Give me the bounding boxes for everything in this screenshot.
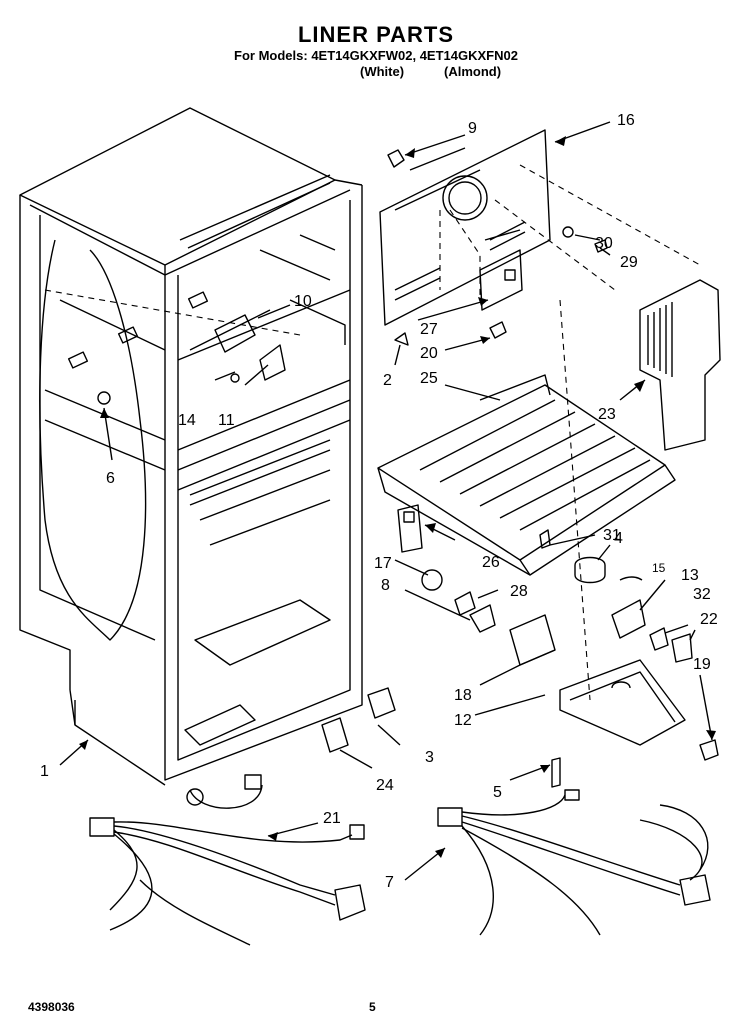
page-number: 5 (369, 1000, 376, 1014)
callout-6: 6 (106, 470, 115, 487)
leader-lines (59, 121, 713, 881)
callout-15: 15 (652, 561, 666, 575)
callout-4: 4 (614, 530, 623, 547)
callout-20: 20 (420, 345, 438, 362)
callout-26: 26 (482, 554, 500, 571)
callout-1: 1 (40, 763, 49, 780)
callout-25: 25 (420, 370, 438, 387)
callout-9: 9 (468, 120, 477, 137)
fan-motor-assembly (189, 309, 286, 383)
callout-10: 10 (294, 293, 312, 310)
evaporator-cover (377, 374, 676, 576)
fan-shroud (639, 279, 721, 451)
callout-16: 16 (617, 112, 635, 129)
callout-31: 31 (603, 527, 621, 544)
callout-11: 11 (218, 412, 235, 429)
callout-7: 7 (385, 874, 394, 891)
callout-17: 17 (374, 555, 392, 572)
callout-2: 2 (383, 372, 392, 389)
callout-24: 24 (376, 777, 394, 794)
page-title: LINER PARTS (297, 22, 455, 47)
callout-22: 22 (700, 611, 718, 628)
document-number: 4398036 (28, 1000, 75, 1014)
small-parts (97, 149, 719, 788)
callout-23: 23 (598, 406, 616, 423)
callout-12: 12 (454, 712, 472, 729)
callout-14: 14 (178, 412, 196, 429)
callout-13: 13 (681, 567, 699, 584)
callout-27: 27 (420, 321, 438, 338)
callout-21: 21 (323, 810, 341, 827)
wire-harness-21 (89, 774, 366, 946)
liner-cabinet (19, 107, 363, 786)
callout-29: 29 (620, 254, 638, 271)
callout-18: 18 (454, 687, 472, 704)
callout-3: 3 (425, 749, 434, 766)
callout-5: 5 (493, 784, 502, 801)
variant-almond: (Almond) (444, 64, 502, 79)
back-panel (379, 129, 551, 326)
callout-32: 32 (693, 586, 711, 603)
callout-labels: 1 2 3 4 5 6 7 8 9 10 11 12 13 14 15 16 1… (40, 112, 718, 891)
models-line: For Models: 4ET14GKXFW02, 4ET14GKXFN02 (234, 48, 518, 63)
variant-white: (White) (360, 64, 405, 79)
callout-8: 8 (381, 577, 390, 594)
callout-19: 19 (693, 656, 711, 673)
arrow-heads (79, 136, 716, 858)
callout-28: 28 (510, 583, 528, 600)
wire-harness-7 (437, 789, 711, 936)
callout-30: 30 (595, 235, 613, 252)
